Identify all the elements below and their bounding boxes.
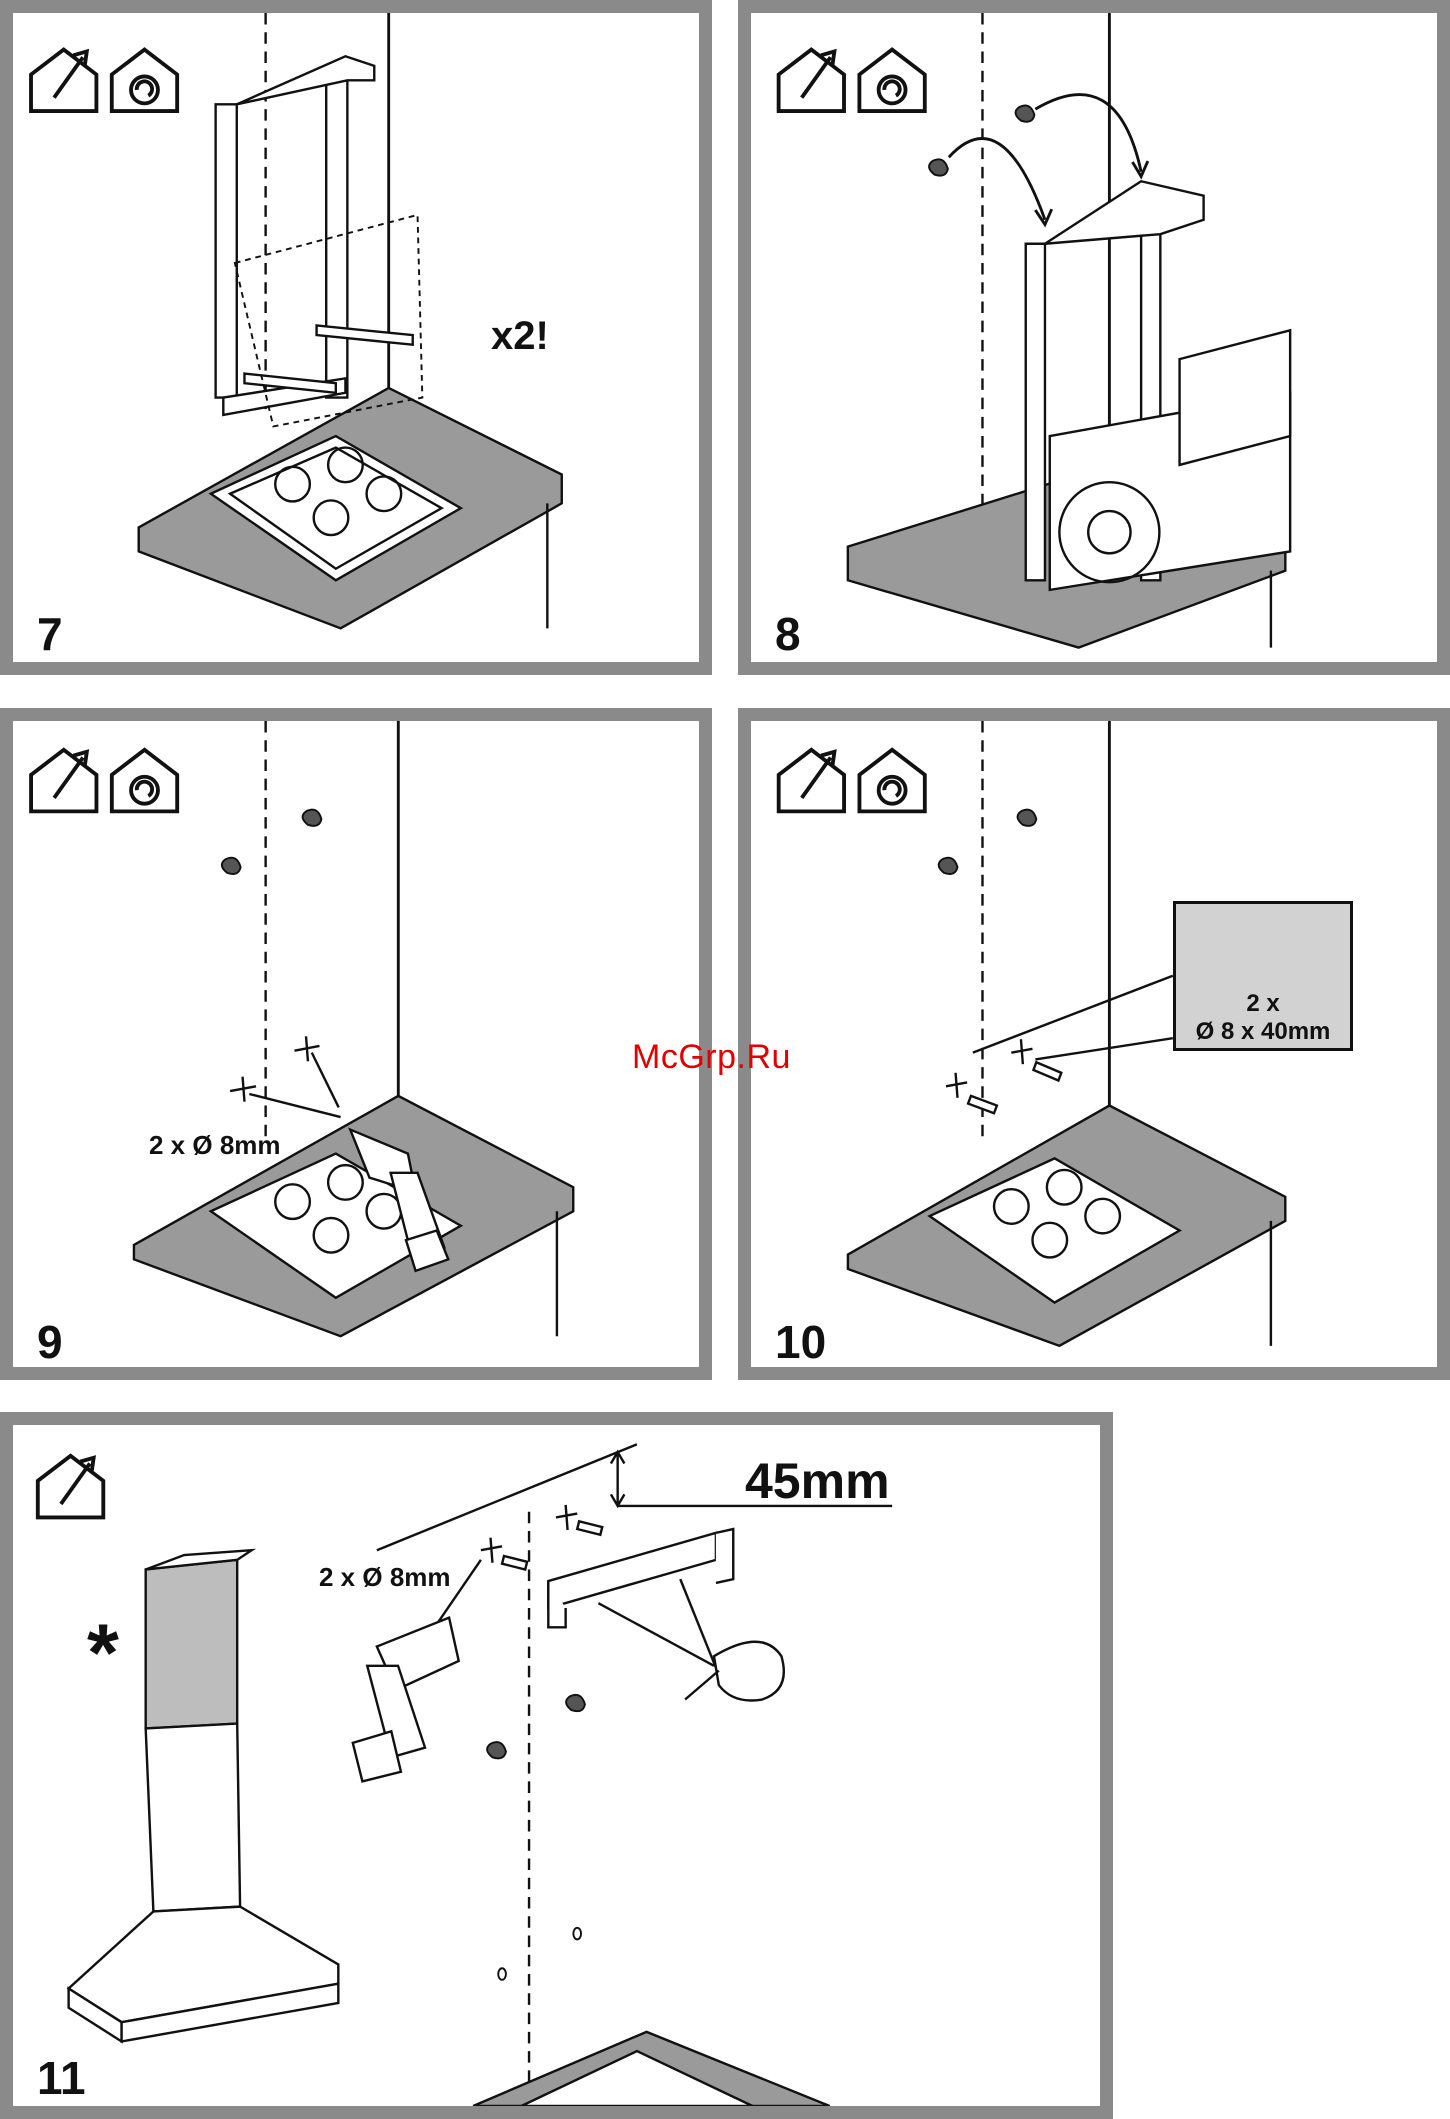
house-extraction-icon [38, 1456, 103, 1518]
house-recirculation-icon [112, 750, 177, 812]
wall-plugs [946, 976, 1173, 1113]
step-11-offset-label: 45mm [745, 1453, 890, 1511]
step-10-panel: 2 x Ø 8 x 40mm 10 [738, 708, 1450, 1380]
wall-plugs [502, 1521, 602, 1569]
step-9-drill-label: 2 x Ø 8mm [149, 1131, 281, 1161]
step-11-marker: * [87, 1607, 119, 1701]
step-7-illustration [13, 13, 699, 662]
bracket-frame [216, 56, 375, 415]
house-recirculation-icon [112, 50, 177, 112]
plug-size-label: Ø 8 x 40mm [1176, 1018, 1350, 1046]
anchor-plug-icon [939, 810, 1037, 874]
step-7-panel: x2! 7 [0, 0, 712, 675]
house-extraction-icon [779, 750, 844, 812]
step-11-number: 11 [37, 2055, 86, 2101]
step-9-panel: 2 x Ø 8mm 9 [0, 708, 712, 1380]
plug-count-label: 2 x [1176, 990, 1350, 1018]
drill-icon [353, 1618, 459, 1782]
bracket-icon [548, 1529, 733, 1627]
small-holes [498, 1928, 581, 1980]
house-recirculation-icon [859, 750, 924, 812]
drill-mark [230, 1036, 341, 1117]
step-10-number: 10 [775, 1319, 826, 1365]
wall-plug-callout: 2 x Ø 8 x 40mm [1173, 901, 1353, 1051]
step-7-number: 7 [37, 611, 63, 657]
step-11-panel: * 45mm 2 x Ø 8mm 11 [0, 1412, 1113, 2119]
watermark: McGrp.Ru [632, 1038, 791, 1077]
step-8-illustration [751, 13, 1437, 662]
house-extraction-icon [779, 50, 844, 112]
house-extraction-icon [31, 50, 96, 112]
step-9-number: 9 [37, 1319, 63, 1365]
anchor-plug-icon [487, 1695, 585, 1759]
pencil-hand-icon [598, 1579, 783, 1700]
house-extraction-icon [31, 750, 96, 812]
house-recirculation-icon [859, 50, 924, 112]
step-8-panel: 8 [738, 0, 1450, 675]
anchor-plug-icon [222, 810, 322, 874]
fan-motor [1050, 330, 1290, 590]
step-8-number: 8 [775, 611, 801, 657]
step-7-note: x2! [491, 313, 549, 359]
step-9-illustration [13, 721, 699, 1367]
step-11-illustration [13, 1425, 1100, 2106]
step-11-drill-label: 2 x Ø 8mm [319, 1563, 451, 1593]
